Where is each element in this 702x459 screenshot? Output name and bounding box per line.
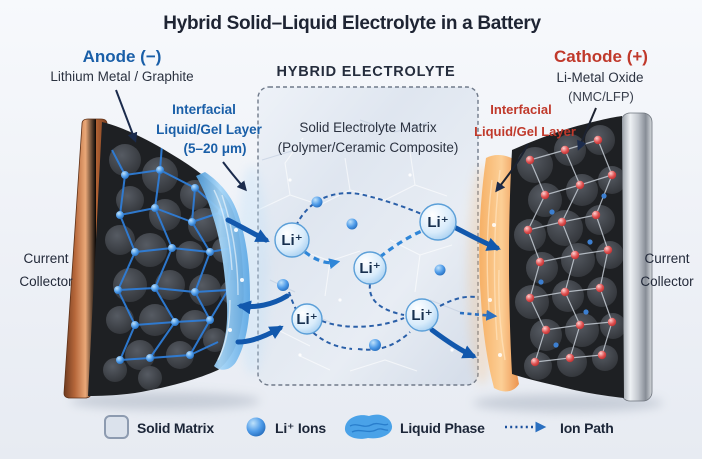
cathode-shadow [473,394,663,412]
li-ion-labeled: Li⁺ [419,203,457,241]
anode-shadow [70,392,260,410]
anode-label: Anode (−) [83,47,162,66]
anode-interfacial-pointer-arrow [222,161,247,192]
page-title: Hybrid Solid–Liquid Electrolyte in a Bat… [163,13,541,34]
electrolyte-labels: HYBRID ELECTROLYTE Solid Electrolyte Mat… [276,64,458,155]
cathode-collector-line2: Collector [640,274,694,289]
cathode-blue-dots [538,193,607,348]
legend-solid-matrix-label: Solid Matrix [137,420,214,436]
matrix-label-line1: Solid Electrolyte Matrix [299,120,437,135]
cathode-granules [514,125,624,380]
li-ion-label: Li⁺ [281,232,302,249]
cathode-li-sites [523,135,617,367]
ion-paths [288,192,477,351]
legend: Solid Matrix Li⁺ Ions Liquid Phase Ion P… [104,414,614,439]
li-ion-labeled: Li⁺ [353,251,387,285]
cathode-interfacial-line1: Interfacial [490,102,551,117]
legend-ion-path-label: Ion Path [560,420,614,436]
electrolyte-header: HYBRID ELECTROLYTE [276,64,455,80]
legend-li-ions-label: Li⁺ Ions [275,420,326,436]
ice-cracks [257,137,453,372]
li-ion-labeled: Li⁺ [274,222,310,258]
cathode-labels: Cathode (+) Li-Metal Oxide (NMC/LFP) Int… [474,47,694,289]
solid-matrix-swatch-icon [104,415,129,439]
li-ion-labeled: Li⁺ [405,298,439,332]
anode-interfacial-line2: Liquid/Gel Layer [156,122,263,137]
anode-li-nodes [114,166,226,364]
li-ion-label: Li⁺ [427,214,448,231]
anode-material-label: Lithium Metal / Graphite [50,69,193,84]
anode-pointer-arrow [115,89,138,143]
anode-collector-line2: Collector [19,274,73,289]
cathode-label: Cathode (+) [554,47,648,66]
li-ion-label: Li⁺ [296,311,317,328]
cathode-material-label: Li-Metal Oxide [556,70,643,85]
cathode-collector-line1: Current [644,251,689,266]
legend-liquid-phase-label: Liquid Phase [400,420,485,436]
cathode-material2-label: (NMC/LFP) [568,89,634,104]
li-ion-label: Li⁺ [359,260,380,277]
cathode-interfacial-line2: Liquid/Gel Layer [474,124,576,139]
free-li-ions [277,196,446,351]
anode-interfacial-line3: (5–20 μm) [183,141,246,156]
anode-interfacial-line1: Interfacial [172,102,236,117]
dashed-ion-arrow [459,309,498,321]
liquid-phase-blob-icon [344,414,393,439]
anode-gel-layer [196,172,250,370]
anode-labels: Anode (−) Lithium Metal / Graphite Inter… [19,47,262,289]
matrix-label-line2: (Polymer/Ceramic Composite) [278,140,459,155]
li-ion-label: Li⁺ [411,307,432,324]
ion-flow-arrows [225,217,501,359]
cathode-interfacial-pointer-arrow [495,143,529,193]
cathode-pointer-arrow [577,107,597,151]
cathode-electrode [509,116,624,398]
anode-collector-line1: Current [23,251,68,266]
li-ion-labeled: Li⁺ [291,303,323,335]
li-ion-sphere-icon [246,417,266,437]
